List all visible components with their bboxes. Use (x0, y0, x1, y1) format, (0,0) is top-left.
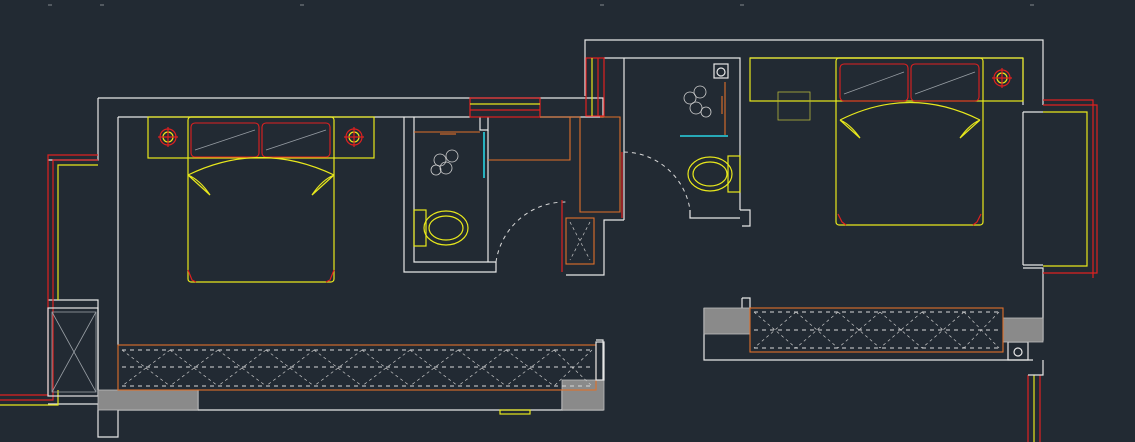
nightstand-lamp-icon (992, 68, 1012, 88)
toilet-icon (413, 209, 469, 247)
right-top-window (585, 57, 605, 117)
toilet-icon (687, 155, 741, 193)
right-bathroom-fixtures (623, 82, 741, 211)
shower-icon (430, 133, 459, 176)
right-wardrobe (749, 307, 1004, 353)
right-bed (749, 57, 1024, 226)
left-top-window (469, 97, 541, 118)
nightstand-lamp-icon (344, 127, 364, 147)
shower-icon (683, 85, 723, 118)
left-wardrobe (117, 341, 605, 391)
middle-partitions (488, 116, 623, 272)
left-bathroom-fixtures (413, 131, 567, 263)
pillar (1002, 317, 1044, 343)
right-bay-window (1023, 99, 1098, 442)
pillar (97, 389, 199, 411)
left-bed (147, 116, 375, 283)
pillar (703, 307, 751, 335)
left-bay-window (0, 154, 99, 406)
pillar (561, 379, 605, 411)
nightstand-lamp-icon (158, 127, 178, 147)
left-unit-walls (48, 97, 624, 438)
threshold (499, 409, 531, 415)
